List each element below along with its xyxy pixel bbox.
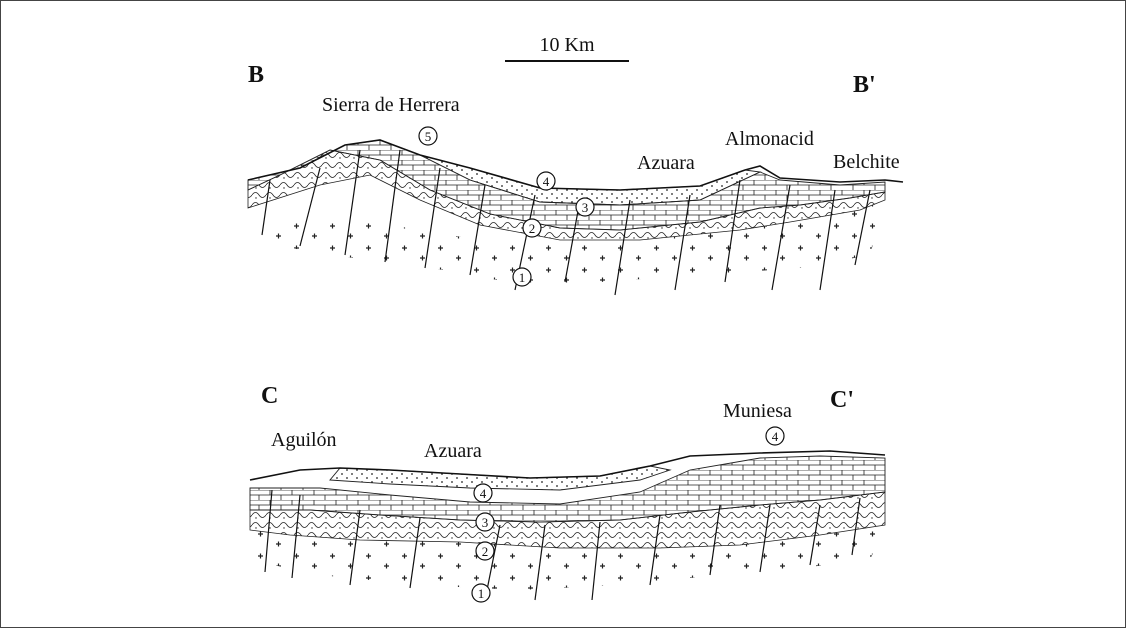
section-b-unit-marker-4: 4 — [537, 172, 555, 190]
section-b-unit-marker-5: 5 — [419, 127, 437, 145]
place-label-aguilon: Aguilón — [271, 429, 337, 451]
section-b-unit-marker-2: 2 — [523, 219, 541, 237]
section-c: C C' Aguilón Azuara Muniesa — [250, 383, 885, 602]
svg-text:2: 2 — [529, 221, 536, 236]
section-c-unit-marker-2: 2 — [476, 542, 494, 560]
section-b-unit-marker-3: 3 — [576, 198, 594, 216]
section-c-unit-marker-3: 3 — [476, 513, 494, 531]
svg-text:4: 4 — [772, 429, 779, 444]
place-label-sierra-de-herrera: Sierra de Herrera — [322, 94, 460, 116]
place-label-muniesa: Muniesa — [723, 400, 792, 422]
section-c-end-label: C' — [830, 387, 854, 413]
section-b-start-label: B — [248, 62, 264, 88]
section-c-unit-marker-4-muniesa: 4 — [766, 427, 784, 445]
scale-bar-label: 10 Km — [540, 34, 595, 56]
scale-bar: 10 Km — [505, 34, 629, 61]
svg-text:3: 3 — [482, 515, 489, 530]
svg-text:4: 4 — [480, 486, 487, 501]
svg-text:1: 1 — [478, 586, 485, 601]
place-label-belchite: Belchite — [833, 151, 900, 173]
svg-text:3: 3 — [582, 200, 589, 215]
svg-text:4: 4 — [543, 174, 550, 189]
place-label-azuara-c: Azuara — [424, 440, 482, 462]
place-label-almonacid: Almonacid — [725, 128, 814, 150]
section-b-end-label: B' — [853, 72, 876, 98]
section-c-unit-marker-1: 1 — [472, 584, 490, 602]
svg-text:5: 5 — [425, 129, 432, 144]
svg-text:2: 2 — [482, 544, 489, 559]
svg-text:1: 1 — [519, 270, 526, 285]
section-c-start-label: C — [261, 383, 278, 409]
place-label-azuara-b: Azuara — [637, 152, 695, 174]
section-b-unit-marker-1: 1 — [513, 268, 531, 286]
section-c-unit-marker-4: 4 — [474, 484, 492, 502]
section-b: B B' Sierra de Herrera Azuara Almonacid … — [248, 62, 903, 295]
